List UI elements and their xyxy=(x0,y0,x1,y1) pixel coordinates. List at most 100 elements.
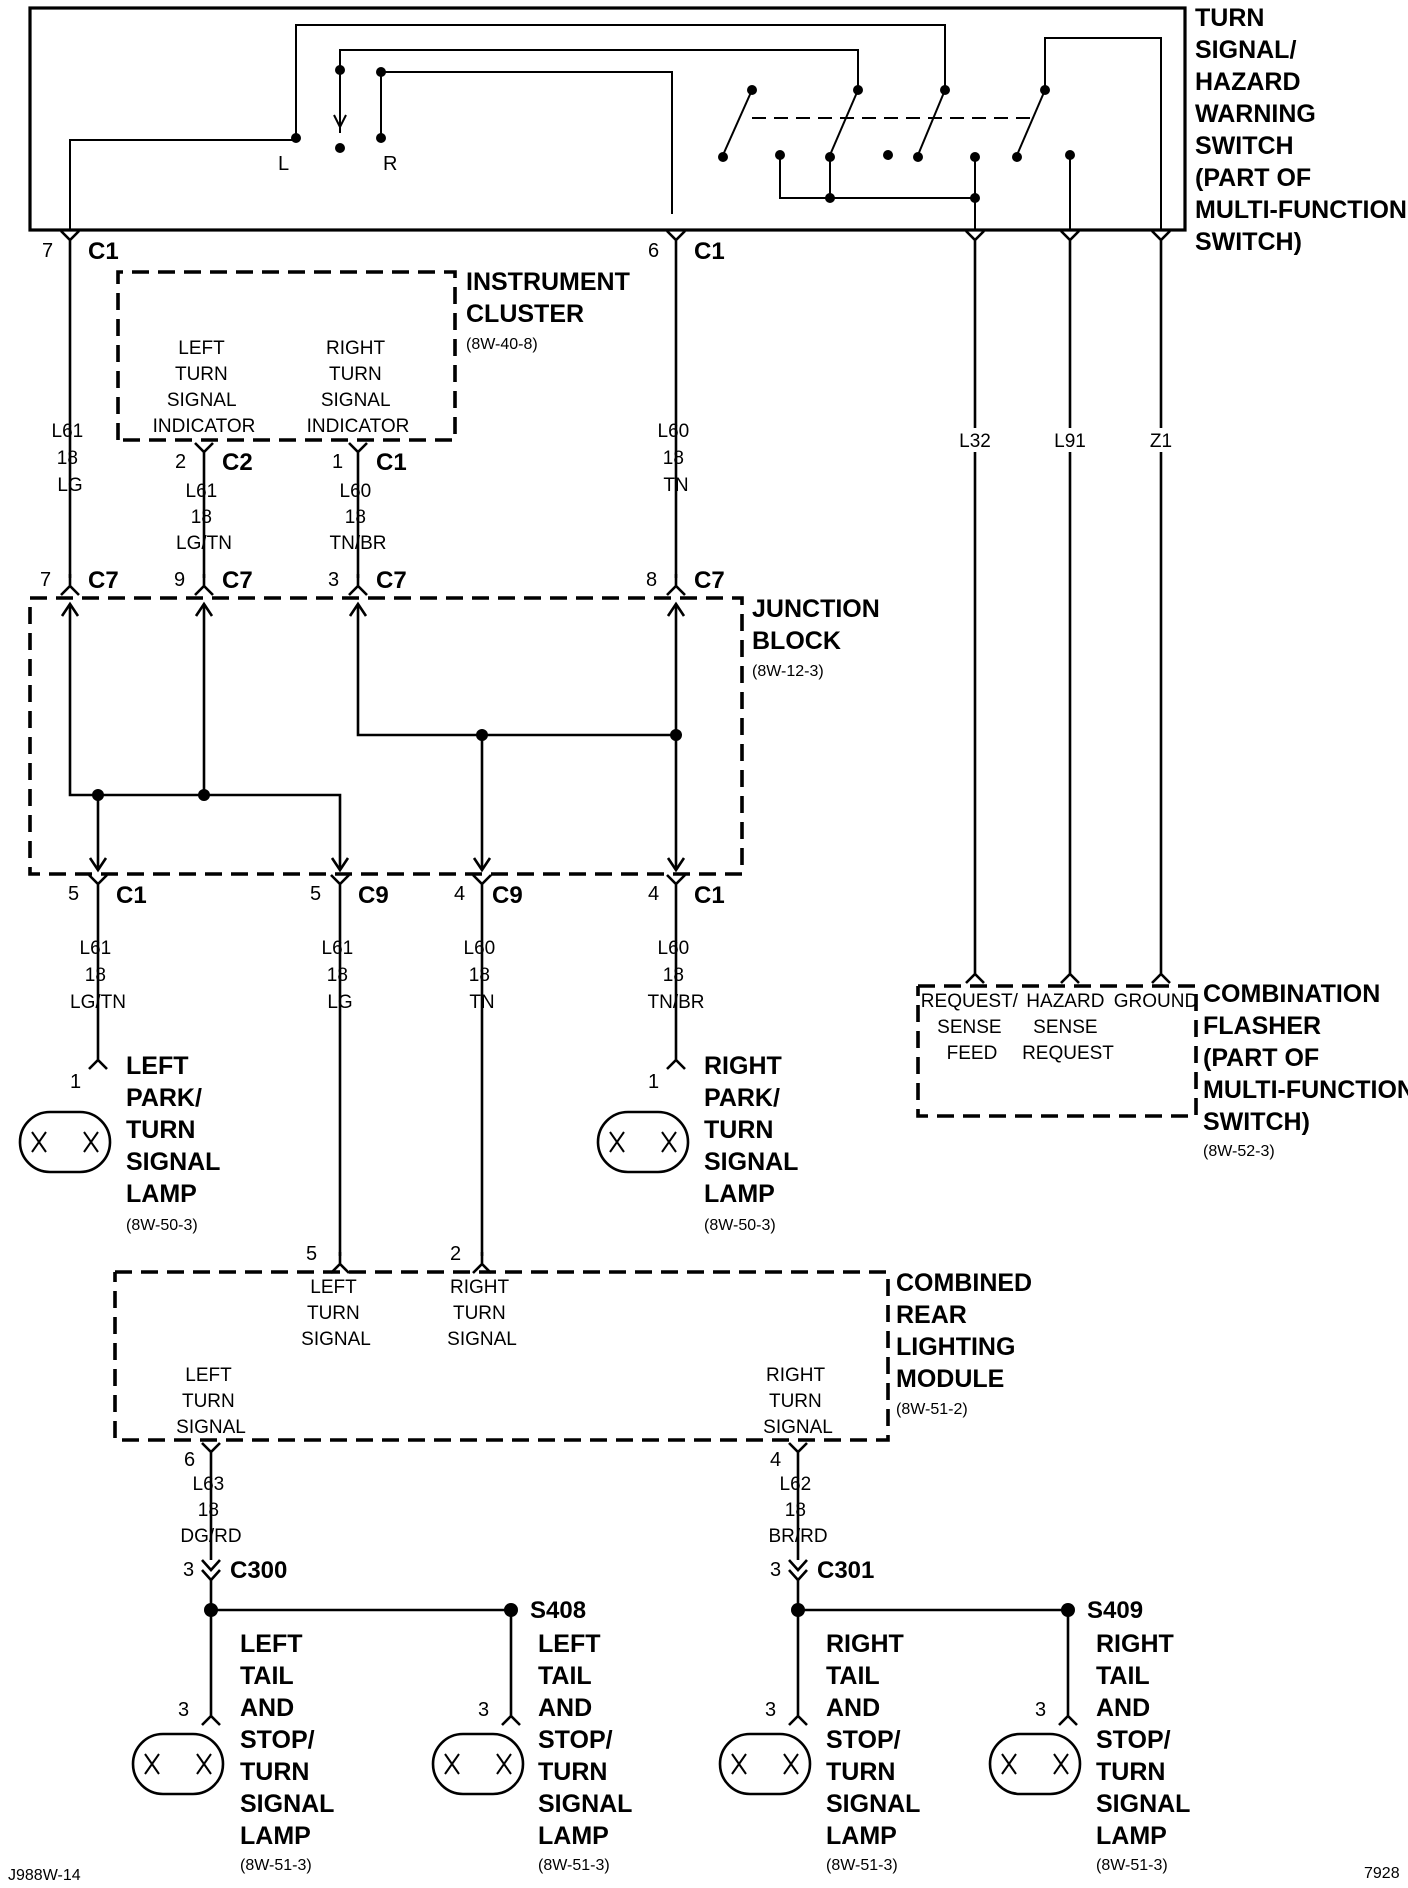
left-park-lamp-label: LEFT PARK/ TURN SIGNAL LAMP xyxy=(126,1052,227,1208)
turn-signal-hazard-switch: L R TURN SIGNAL/ HAZARD WARNING SWITCH (… xyxy=(28,4,1408,256)
combined-rear-lighting-module: 5 2 LEFT TURN SIGNAL RIGHT TURN SIGNAL L… xyxy=(113,1243,1039,1471)
wire-label-l60-tn-lower: L60 18 TN xyxy=(464,938,501,1013)
svg-text:1: 1 xyxy=(648,1071,659,1093)
junction-block-ref: (8W-12-3) xyxy=(752,663,824,680)
svg-text:C1: C1 xyxy=(88,238,119,265)
wire-label-l61-lg: L61 18 LG xyxy=(52,421,89,496)
rlm-output-right-turn: RIGHT TURN SIGNAL xyxy=(763,1365,833,1438)
switch-connector-right: 6 C1 xyxy=(648,229,725,265)
svg-text:RIGHT TAIL AND: RIGHT TAIL AND STOP/ TURN SIGNAL LAMP xyxy=(826,1630,927,1850)
svg-text:C7: C7 xyxy=(222,567,253,594)
rlm-title: COMBINED REAR LIGHTING MODULE xyxy=(896,1269,1039,1393)
svg-text:(8W-51-3): (8W-51-3) xyxy=(1096,1857,1168,1874)
svg-text:(8W-51-3): (8W-51-3) xyxy=(240,1857,312,1874)
wire-label-l60-tnbr-lower: L60 18 TN/BR xyxy=(648,938,705,1013)
svg-text:3: 3 xyxy=(770,1559,781,1581)
instrument-cluster-title: INSTRUMENT CLUSTER xyxy=(466,268,637,328)
wire-label-l60-tnbr-upper: L60 18 TN/BR xyxy=(330,481,387,554)
rlm-output-left-turn: LEFT TURN SIGNAL xyxy=(176,1365,246,1438)
svg-text:6: 6 xyxy=(648,240,659,262)
svg-text:7: 7 xyxy=(42,240,53,262)
instrument-cluster: LEFT TURN SIGNAL INDICATOR RIGHT TURN SI… xyxy=(116,268,637,442)
svg-text:C1: C1 xyxy=(694,238,725,265)
svg-text:LEFT TAIL AND: LEFT TAIL AND STOP/ TURN SIGNAL LAMP xyxy=(240,1630,341,1850)
svg-text:C7: C7 xyxy=(694,567,725,594)
svg-text:C7: C7 xyxy=(376,567,407,594)
svg-text:3: 3 xyxy=(178,1699,189,1721)
svg-text:(8W-50-3): (8W-50-3) xyxy=(704,1217,776,1234)
svg-text:8: 8 xyxy=(646,569,657,591)
rlm-ref: (8W-51-2) xyxy=(896,1401,968,1418)
svg-text:C9: C9 xyxy=(492,882,523,909)
jb-connector-c7-3: 3 C7 xyxy=(328,567,407,597)
svg-text:LEFT TAIL AND: LEFT TAIL AND STOP/ TURN SIGNAL LAMP xyxy=(538,1630,639,1850)
switch-left-contact-label: L xyxy=(278,153,289,175)
switch-right-contact-label: R xyxy=(383,153,397,175)
jb-connector-c9-5: 5 C9 xyxy=(310,873,389,909)
wire-label-l60-tn-upper: L60 18 TN xyxy=(658,421,695,496)
connector-c301: 3 C301 xyxy=(770,1557,874,1584)
instrument-cluster-ref: (8W-40-8) xyxy=(466,336,538,353)
splice-s409: S409 xyxy=(791,1597,1143,1624)
figure-code: J988W-14 xyxy=(8,1867,81,1884)
right-turn-indicator: RIGHT TURN SIGNAL INDICATOR xyxy=(307,338,410,437)
svg-text:C301: C301 xyxy=(817,1557,874,1584)
wire-label-l91: L91 xyxy=(1054,431,1086,452)
left-park-turn-lamp: 1 LEFT PARK/ TURN SIGNAL LAMP (8W-50-3) xyxy=(18,1046,227,1234)
combination-flasher: REQUEST/ SENSE FEED HAZARD SENSE REQUEST… xyxy=(916,960,1408,1160)
wire-label-l61-lgtn-lower: L61 18 LG/TN xyxy=(70,938,126,1013)
svg-text:C1: C1 xyxy=(376,449,407,476)
svg-text:C1: C1 xyxy=(116,882,147,909)
svg-text:5: 5 xyxy=(310,883,321,905)
flasher-pin-hazard-sense-request: HAZARD SENSE REQUEST xyxy=(1022,991,1114,1064)
tail-lamp-right-1: 3 RIGHT TAIL AND STOP/ TURN SIGNAL LAMP … xyxy=(718,1630,927,1874)
svg-text:3: 3 xyxy=(478,1699,489,1721)
wire-label-z1: Z1 xyxy=(1150,431,1172,452)
svg-text:5: 5 xyxy=(306,1243,317,1265)
svg-text:4: 4 xyxy=(454,883,465,905)
junction-block: JUNCTION BLOCK (8W-12-3) xyxy=(28,595,880,876)
cluster-connector-c2: 2 C2 xyxy=(175,441,253,476)
svg-text:3: 3 xyxy=(1035,1699,1046,1721)
svg-text:S409: S409 xyxy=(1087,1597,1143,1624)
switch-title: TURN SIGNAL/ HAZARD WARNING SWITCH (PART… xyxy=(1195,4,1408,256)
left-turn-indicator: LEFT TURN SIGNAL INDICATOR xyxy=(153,338,256,437)
flasher-ref: (8W-52-3) xyxy=(1203,1143,1275,1160)
tail-lamp-left-2: 3 LEFT TAIL AND STOP/ TURN SIGNAL LAMP (… xyxy=(431,1630,639,1874)
jb-connector-c1-5: 5 C1 xyxy=(68,873,147,909)
svg-text:6: 6 xyxy=(184,1449,195,1471)
svg-text:(8W-51-3): (8W-51-3) xyxy=(826,1857,898,1874)
tail-lamp-left-1: 3 LEFT TAIL AND STOP/ TURN SIGNAL LAMP (… xyxy=(131,1630,341,1874)
cluster-connector-c1: 1 C1 xyxy=(332,441,407,476)
jb-connector-c1-4: 4 C1 xyxy=(648,873,725,909)
wire-label-l63: L63 18 DG/RD xyxy=(180,1474,241,1547)
jb-connector-c9-4: 4 C9 xyxy=(454,873,523,909)
wire-label-l62: L62 18 BR/RD xyxy=(768,1474,827,1547)
svg-text:C300: C300 xyxy=(230,1557,287,1584)
right-park-turn-lamp: 1 RIGHT PARK/ TURN SIGNAL LAMP (8W-50-3) xyxy=(596,1046,798,1234)
tail-lamp-right-2: 3 RIGHT TAIL AND STOP/ TURN SIGNAL LAMP … xyxy=(988,1630,1197,1874)
flasher-title: COMBINATION FLASHER (PART OF MULTI-FUNCT… xyxy=(1203,980,1408,1136)
svg-text:C9: C9 xyxy=(358,882,389,909)
svg-text:C1: C1 xyxy=(694,882,725,909)
svg-text:9: 9 xyxy=(174,569,185,591)
svg-text:2: 2 xyxy=(175,451,186,473)
connector-c300: 3 C300 xyxy=(183,1557,287,1584)
flasher-pin-request-sense-feed: REQUEST/ SENSE FEED xyxy=(921,991,1023,1064)
svg-text:(8W-51-3): (8W-51-3) xyxy=(538,1857,610,1874)
svg-text:7: 7 xyxy=(40,569,51,591)
svg-text:4: 4 xyxy=(648,883,659,905)
svg-text:3: 3 xyxy=(765,1699,776,1721)
svg-text:C2: C2 xyxy=(222,449,253,476)
svg-text:RIGHT TAIL AND: RIGHT TAIL AND STOP/ TURN SIGNAL LAMP xyxy=(1096,1630,1197,1850)
rlm-input-left-turn: LEFT TURN SIGNAL xyxy=(301,1277,371,1350)
svg-text:S408: S408 xyxy=(530,1597,586,1624)
flasher-pin-ground: GROUND xyxy=(1114,991,1198,1012)
svg-text:5: 5 xyxy=(68,883,79,905)
svg-text:2: 2 xyxy=(450,1243,461,1265)
wire-label-l61-lg-lower: L61 18 LG xyxy=(322,938,359,1013)
jb-connector-c7-7: 7 C7 xyxy=(40,567,119,597)
rlm-input-right-turn: RIGHT TURN SIGNAL xyxy=(447,1277,517,1350)
svg-text:1: 1 xyxy=(70,1071,81,1093)
